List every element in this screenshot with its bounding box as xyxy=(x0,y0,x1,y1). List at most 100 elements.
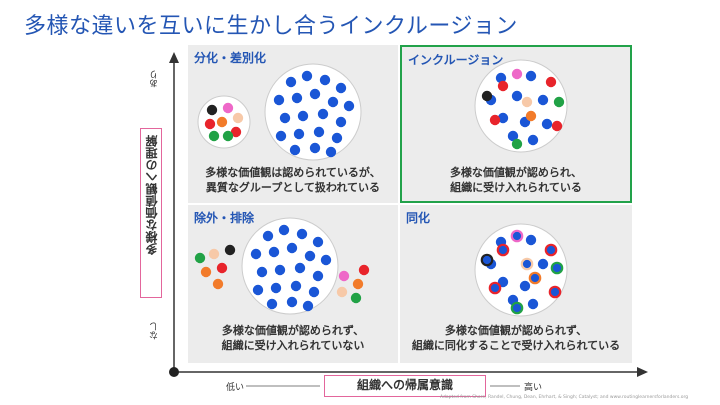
member-dot xyxy=(551,120,563,132)
axis-origin xyxy=(169,367,179,377)
member-dot xyxy=(553,96,565,108)
member-dot xyxy=(286,242,298,254)
y-axis-high: あり xyxy=(150,70,160,88)
member-dot xyxy=(304,250,316,262)
member-dot xyxy=(327,96,339,108)
member-dot xyxy=(521,96,533,108)
member-dot xyxy=(222,130,234,142)
y-axis-label-box: 多様な価値観への理解 xyxy=(140,128,162,298)
member-dot xyxy=(216,262,228,274)
axes xyxy=(169,52,648,387)
member-dot xyxy=(270,282,282,294)
assimilated-dot xyxy=(550,261,564,275)
member-dot xyxy=(297,110,309,122)
assimilated-dot xyxy=(548,285,562,299)
member-groups xyxy=(194,59,568,317)
assimilated-dot xyxy=(488,281,502,295)
member-dot xyxy=(537,258,549,270)
member-dot xyxy=(537,94,549,106)
member-dot xyxy=(285,76,297,88)
member-dot xyxy=(507,130,519,142)
assimilated-dot xyxy=(496,243,510,257)
quadrant-description: 多様な価値観が認められ、 組織に受け入れられている xyxy=(449,166,583,194)
member-dot xyxy=(350,292,362,304)
member-dot xyxy=(317,108,329,120)
assimilated-dot xyxy=(480,253,494,267)
member-dot xyxy=(262,230,274,242)
x-axis-high: 高い xyxy=(524,383,543,393)
member-dot xyxy=(208,248,220,260)
member-dot xyxy=(312,236,324,248)
member-dot xyxy=(309,142,321,154)
member-dot xyxy=(212,278,224,290)
member-dot xyxy=(312,270,324,282)
page-title: 多様な違いを互いに生かし合うインクルージョン xyxy=(24,14,518,39)
member-dot xyxy=(309,88,321,100)
member-dot xyxy=(291,92,303,104)
member-dot xyxy=(352,278,364,290)
member-dot xyxy=(230,126,242,138)
member-dot xyxy=(497,112,509,124)
member-dot xyxy=(274,264,286,276)
quadrant-description: 多様な価値観が認められず、 組織に受け入れられていない xyxy=(221,324,365,352)
group-circle xyxy=(474,59,568,153)
member-dot xyxy=(525,70,537,82)
assimilated-dot xyxy=(544,243,558,257)
member-dot xyxy=(525,234,537,246)
member-dot xyxy=(302,300,314,312)
member-dot xyxy=(206,104,218,116)
member-dot xyxy=(511,68,523,80)
assimilated-dot xyxy=(510,301,524,315)
member-dot xyxy=(320,254,332,266)
member-dot xyxy=(268,246,280,258)
member-dot xyxy=(204,118,216,130)
quadrant-description: 多様な価値観は認められているが、 異質なグループとして扱われている xyxy=(205,166,381,194)
member-dot xyxy=(511,90,523,102)
member-dot xyxy=(301,70,313,82)
member-dot xyxy=(335,116,347,128)
member-dot xyxy=(266,298,278,310)
member-dot xyxy=(497,80,509,92)
member-dot xyxy=(343,100,355,112)
member-dot xyxy=(489,114,501,126)
member-dot xyxy=(216,116,228,128)
member-dot xyxy=(290,280,302,292)
member-dot xyxy=(338,270,350,282)
member-dot xyxy=(519,280,531,292)
member-dot xyxy=(293,128,305,140)
assimilated-dot xyxy=(510,229,524,243)
member-dot xyxy=(294,262,306,274)
member-dot xyxy=(208,130,220,142)
member-dot xyxy=(250,248,262,260)
quadrant-label: 除外・排除 xyxy=(194,211,255,225)
member-dot xyxy=(200,266,212,278)
quadrant-label: インクルージョン xyxy=(408,53,504,67)
member-dot xyxy=(331,132,343,144)
member-dot xyxy=(252,284,264,296)
member-dot xyxy=(286,296,298,308)
x-axis-low: 低い xyxy=(226,383,245,393)
member-dot xyxy=(194,252,206,264)
assimilated-dot xyxy=(528,271,542,285)
member-dot xyxy=(275,130,287,142)
y-axis-low: なし xyxy=(150,322,160,340)
member-dot xyxy=(278,224,290,236)
member-dot xyxy=(545,76,557,88)
member-dot xyxy=(289,144,301,156)
quadrant-description: 多様な価値観が認められず、 組織に同化することで受け入れられている xyxy=(411,324,621,352)
member-dot xyxy=(256,266,268,278)
member-dot xyxy=(497,276,509,288)
member-dot xyxy=(511,138,523,150)
x-axis-label: 組織への帰属意識 xyxy=(324,375,486,397)
member-dot xyxy=(222,102,234,114)
member-dot xyxy=(541,118,553,130)
member-dot xyxy=(279,112,291,124)
quadrant-label: 同化 xyxy=(406,211,431,225)
member-dot xyxy=(308,286,320,298)
member-dot xyxy=(527,298,539,310)
member-dot xyxy=(224,244,236,256)
y-axis-label: 多様な価値観への理解 xyxy=(145,135,159,255)
member-dot xyxy=(335,82,347,94)
member-dot xyxy=(313,126,325,138)
